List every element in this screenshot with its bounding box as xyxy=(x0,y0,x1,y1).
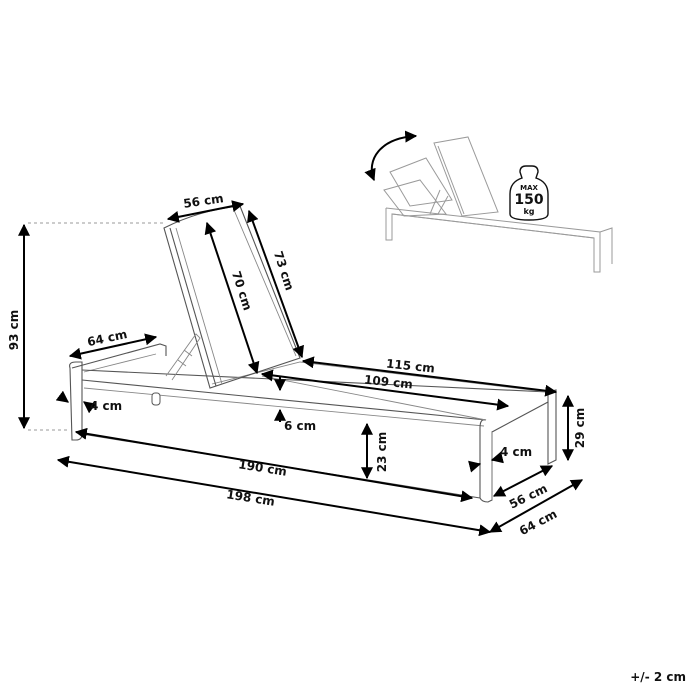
main-lounger-drawing xyxy=(69,205,557,503)
rotate-arrow-icon xyxy=(364,130,418,182)
dim-line-backrest-outer xyxy=(247,209,304,359)
weight-badge-max: MAX xyxy=(520,184,538,192)
wheel-icon xyxy=(151,392,161,406)
label-total-width: 64 cm xyxy=(517,507,559,538)
weight-badge-unit: kg xyxy=(523,207,534,216)
dim-line-backrest-width xyxy=(166,200,245,223)
dim-line-total-width xyxy=(488,479,584,533)
label-seat-frame-depth: 6 cm xyxy=(284,419,316,433)
label-inner-length: 190 cm xyxy=(237,457,287,478)
label-seat-inner: 109 cm xyxy=(363,373,413,392)
label-total-height: 93 cm xyxy=(7,310,21,351)
max-weight-badge: MAX 150 kg xyxy=(509,165,549,221)
label-seat-height: 23 cm xyxy=(375,432,389,473)
inset-lounger-illustration xyxy=(364,130,613,273)
label-total-length: 198 cm xyxy=(225,487,275,508)
dim-line-seat-inner xyxy=(260,369,510,411)
label-frame-thickness-left: 4 cm xyxy=(90,399,122,413)
label-leg-height: 29 cm xyxy=(573,408,587,449)
label-backrest-width: 56 cm xyxy=(182,191,224,211)
label-backrest-outer: 73 cm xyxy=(271,249,297,292)
dim-line-foot-width xyxy=(68,333,158,360)
tolerance-note: +/- 2 cm xyxy=(630,670,686,684)
label-foot-width: 64 cm xyxy=(86,327,129,349)
label-backrest-inner: 70 cm xyxy=(229,269,255,312)
weight-badge-value: 150 xyxy=(514,192,543,208)
dim-line-total-length xyxy=(56,455,492,537)
dimension-annotations: 93 cm 56 cm 70 cm 73 cm 64 cm 4 cm 6 cm … xyxy=(7,191,587,538)
label-frame-thickness-right: 4 cm xyxy=(500,445,532,459)
